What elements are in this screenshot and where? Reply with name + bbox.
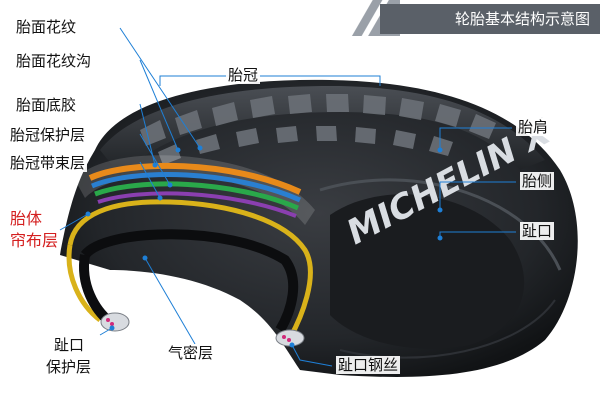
- label-crown-belt: 胎冠带束层: [8, 154, 88, 172]
- label-inner-liner: 气密层: [166, 344, 216, 362]
- belt-layer-blue: [91, 172, 302, 203]
- sidewall-inner: [330, 194, 525, 349]
- belt-layer-orange: [88, 162, 302, 195]
- tread-band: [100, 85, 545, 175]
- label-tread-base: 胎面底胶: [14, 96, 79, 114]
- belt-layer-green: [94, 181, 299, 211]
- diagram-title: 轮胎基本结构示意图: [454, 10, 590, 28]
- inner-liner: [80, 229, 299, 333]
- label-bead-protect-line2: 保护层: [44, 358, 94, 376]
- label-carcass-ply-line2: 帘布层: [8, 231, 61, 250]
- tread-blocks: [140, 94, 496, 165]
- label-crown: 胎冠: [226, 66, 261, 84]
- label-bead-protect-line1: 趾口: [52, 336, 87, 354]
- label-tread-pattern: 胎面花纹: [14, 18, 79, 36]
- cross-section: [66, 155, 315, 340]
- leader-dots: [85, 145, 443, 348]
- bead-left: [100, 312, 130, 332]
- label-sidewall: 胎侧: [520, 172, 555, 190]
- label-carcass-ply-line1: 胎体: [8, 209, 45, 228]
- label-bead: 趾口: [520, 222, 555, 240]
- label-shoulder: 胎肩: [516, 118, 551, 136]
- label-crown-protect: 胎冠保护层: [8, 126, 88, 144]
- belt-layer-purple: [97, 191, 297, 218]
- carcass-ply: [67, 199, 313, 340]
- title-banner: 轮胎基本结构示意图: [340, 0, 600, 36]
- banner-bar: [380, 4, 600, 34]
- label-bead-wire: 趾口钢丝: [336, 356, 401, 374]
- bead-right: [275, 329, 305, 347]
- label-tread-groove: 胎面花纹沟: [14, 52, 94, 70]
